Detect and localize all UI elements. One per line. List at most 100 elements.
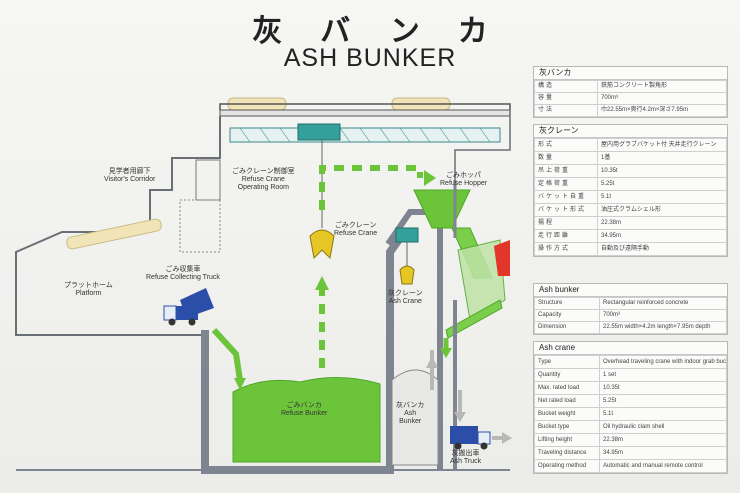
spec-key: Traveling distance (534, 446, 600, 460)
spec-value: 34.95m (597, 229, 727, 243)
spec-key: Capacity (534, 309, 600, 322)
title-english: ASH BUNKER (283, 44, 457, 72)
spec-value: 1 set (599, 368, 727, 382)
spec-value: 5.25t (597, 177, 727, 191)
spec-key: 走行距離 (534, 229, 598, 243)
refuse-pile (232, 377, 381, 463)
spec-key: Operating method (534, 459, 600, 473)
ash-truck-icon (450, 426, 491, 450)
building-outline-left (15, 116, 221, 336)
spec-value: 700m³ (597, 92, 727, 105)
spec-panel-title: 灰クレーン (534, 125, 727, 138)
spec-value: 34.95m (599, 446, 727, 460)
ash-load-arrow (454, 412, 466, 422)
spec-value: Overhead traveling crane with indoor gra… (599, 355, 727, 369)
ash-crane-trolley (395, 227, 419, 243)
refuse-crane-grab (309, 229, 335, 260)
spec-value: 22.38m (599, 433, 727, 447)
refuse-truck-icon (163, 288, 214, 326)
spec-key: 数量 (534, 151, 598, 165)
crane-lift-arrow (315, 276, 329, 290)
spec-key: Max. rated load (534, 381, 600, 395)
spec-key: Type (534, 355, 600, 369)
crane-trolley (297, 123, 341, 141)
spec-row: 形式屋内用グラブバケット付 天井走行クレーン (534, 138, 727, 152)
spec-key: 寸法 (534, 104, 598, 117)
spec-value: 屋内用グラブバケット付 天井走行クレーン (597, 138, 727, 152)
hopper-feed-flow (319, 165, 423, 210)
spec-key: Dimension (534, 321, 600, 334)
spec-key: Quantity (534, 368, 600, 382)
spec-row: 構造鉄筋コンクリート製角形 (534, 80, 727, 93)
ash-crane-grab (399, 265, 415, 285)
spec-row: 寸法巾22.55m×奥行4.2m×深さ7.95m (534, 104, 727, 117)
spec-key: 容量 (534, 92, 598, 105)
truck-unload-arrow (234, 378, 246, 390)
spec-key: 操作方式 (534, 242, 598, 256)
spec-value: Rectangular reinforced concrete (599, 297, 727, 310)
spec-key: 揚程 (534, 216, 598, 230)
spec-value: 5.1t (597, 190, 727, 204)
spec-row: 操作方式自動及び遠隔手動 (534, 242, 727, 256)
spec-value: 700m³ (599, 309, 727, 322)
spec-key: Net rated load (534, 394, 600, 408)
spec-row: バケット形式油圧式クラムシェル形 (534, 203, 727, 217)
spec-key: 定格荷重 (534, 177, 598, 191)
ash-grab-up-arrow (426, 356, 438, 368)
spec-key: Bucket weight (534, 407, 600, 421)
spec-key: バケット形式 (534, 203, 598, 217)
spec-key: バケット自重 (534, 190, 598, 204)
spec-value: 1基 (597, 151, 727, 165)
spec-value: 5.25t (599, 394, 727, 408)
ash-out-arrow (502, 432, 512, 444)
visitor-corridor-window (195, 159, 221, 201)
ash-conveyor (445, 299, 503, 339)
spec-value: 10.35t (599, 381, 727, 395)
spec-key: Lifting height (534, 433, 600, 447)
platform-skylight (66, 218, 162, 250)
spec-key: 構造 (534, 80, 598, 93)
furnace-fire (494, 240, 510, 276)
spec-key: 形式 (534, 138, 598, 152)
building-outline-right (454, 104, 511, 180)
title-japanese: 灰バンカ (252, 14, 526, 49)
ash-bunker-pit (391, 369, 439, 466)
spec-value: Automatic and manual remote control (599, 459, 727, 473)
spec-value: Oil hydraulic clam shell (599, 420, 727, 434)
spec-value: 油圧式クラムシェル形 (597, 203, 727, 217)
incinerator-body (457, 239, 506, 321)
spec-panel-title: Ash crane (534, 342, 727, 355)
spec-value: 鉄筋コンクリート製角形 (597, 80, 727, 93)
spec-value: 巾22.55m×奥行4.2m×深さ7.95m (597, 104, 727, 117)
